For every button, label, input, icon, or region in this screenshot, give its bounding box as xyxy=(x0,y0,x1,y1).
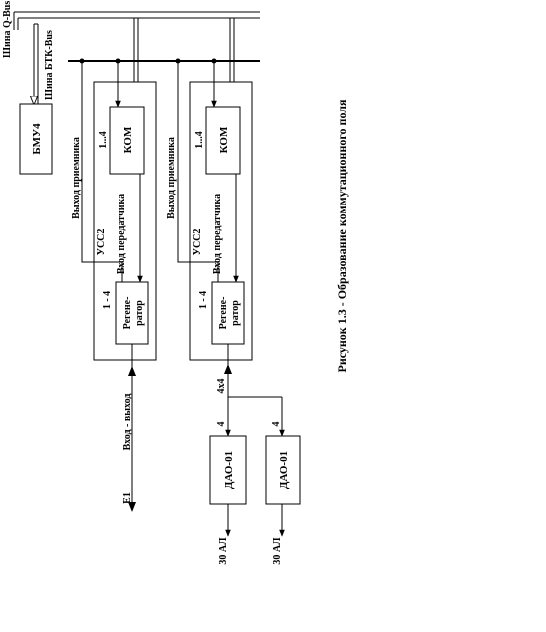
regen-label-2b: ратор xyxy=(230,300,241,326)
btk-bus-label: Шина БТК-Bus xyxy=(44,30,55,100)
four-label-2: 4 xyxy=(271,422,282,427)
ucc2-block-1: КОМ 1...4 Регене- ратор 1 - 4 УСС2 xyxy=(81,61,157,372)
four-label-1: 4 xyxy=(216,422,227,427)
mux-label: 4x4 xyxy=(216,379,227,394)
ucc2-label-2: УСС2 xyxy=(192,229,203,256)
bmu4-block: БМУ4 xyxy=(19,103,53,175)
al30-label-1: 30 АЛ xyxy=(218,537,229,565)
com-label-2: КОМ xyxy=(218,126,230,153)
com-count-2: 1...4 xyxy=(194,131,205,149)
com-label-1: КОМ xyxy=(122,126,134,153)
in-trans-label-1a: Вход передатчика xyxy=(116,194,127,274)
ucc2-label-1: УСС2 xyxy=(96,229,107,256)
q-bus-label: Шина Q-Bus xyxy=(2,1,13,58)
bmu4-label: БМУ4 xyxy=(31,123,43,155)
regen-count-2: 1 - 4 xyxy=(198,291,209,309)
btk-bus xyxy=(68,58,260,64)
regen-label-1b: ратор xyxy=(134,300,145,326)
q-bus-drop-bmu xyxy=(34,23,39,104)
dao-block-2: ДАО-01 xyxy=(265,435,301,537)
q-bus xyxy=(13,11,260,30)
ucc2-block-2: КОМ 1...4 Регене- ратор 1 - 4 УСС2 xyxy=(177,61,253,361)
regen-label-2a: Регене- xyxy=(218,297,229,330)
in-trans-label-2: Вход передатчика xyxy=(212,194,223,274)
mux-lines xyxy=(224,344,285,437)
out-recv-label-1: Выход приемника xyxy=(71,137,82,219)
io-label: Вход - выход xyxy=(122,394,133,451)
e1-io-line xyxy=(128,366,136,512)
regen-count-1: 1 - 4 xyxy=(102,291,113,309)
figure-caption: Рисунок 1.3 - Образование коммутационног… xyxy=(335,99,349,373)
com-count-1: 1...4 xyxy=(98,131,109,149)
dao-label-2: ДАО-01 xyxy=(278,451,290,489)
out-recv-label-2: Выход приемника xyxy=(166,137,177,219)
dao-label-1: ДАО-01 xyxy=(223,451,235,489)
al30-label-2: 30 АЛ xyxy=(272,537,283,565)
dao-block-1: ДАО-01 xyxy=(209,435,247,537)
e1-label: E1 xyxy=(122,492,133,504)
regen-label-1a: Регене- xyxy=(122,297,133,330)
